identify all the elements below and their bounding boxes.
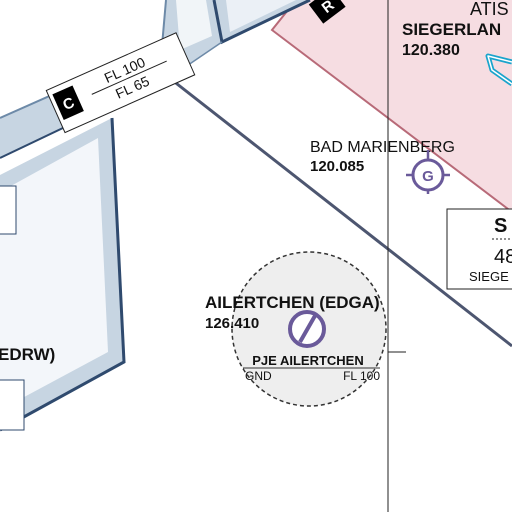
ailertchen-name: AILERTCHEN (EDGA) xyxy=(205,293,380,312)
svg-text:G: G xyxy=(422,168,434,185)
right-box-caption: SIEGE xyxy=(469,269,509,284)
siegerland-atis: ATIS xyxy=(470,0,509,19)
pje-upper-limit: FL 100 xyxy=(343,369,380,383)
bad-marienberg-frequency: 120.085 xyxy=(310,158,364,175)
boundary-line xyxy=(171,78,512,348)
ailertchen-frequency: 126.410 xyxy=(205,315,259,332)
glider-site-icon: G xyxy=(406,150,450,194)
siegerland-runway-icon xyxy=(485,53,512,87)
edrw-name: EDRW) xyxy=(0,345,55,364)
edrw-lower-box xyxy=(0,379,25,431)
siegerland-frequency: 120.380 xyxy=(402,42,460,59)
pje-label: PJE AILERTCHEN xyxy=(252,353,363,368)
siegerland-tag: R xyxy=(308,0,346,24)
airspace-c-label: C FL 100 FL 65 xyxy=(45,32,196,134)
siegerland-name: SIEGERLAN xyxy=(402,20,501,39)
right-box-value: 48 xyxy=(494,246,512,268)
bad-marienberg-name: BAD MARIENBERG xyxy=(310,139,455,156)
parachute-jump-icon xyxy=(288,310,326,348)
edrw-label-box xyxy=(0,185,17,235)
right-info-box: S 48 SIEGE xyxy=(446,208,512,290)
pje-lower-limit: GND xyxy=(245,369,272,383)
edrw-airspace xyxy=(0,117,126,432)
class-c-badge xyxy=(52,85,84,120)
right-box-title: S xyxy=(494,215,507,237)
